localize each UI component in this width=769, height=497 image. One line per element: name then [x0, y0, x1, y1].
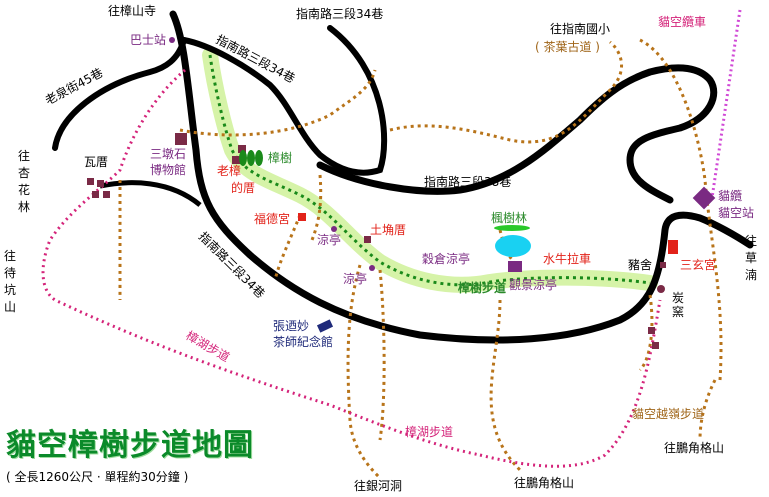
zhanghu-west — [41, 68, 481, 457]
dir-pengjiao-bottom: 往鵬角格山 — [514, 475, 574, 490]
label-pavilion-1: 涼亭 — [317, 232, 341, 247]
label-laoquan: 老泉街45巷 — [43, 66, 105, 108]
label-zhanghu-1: 樟湖步道 — [184, 328, 233, 365]
label-fude-temple: 福德宮 — [254, 211, 290, 226]
pavilion-icon-2 — [369, 265, 375, 271]
map-title: 貓空樟樹步道地圖 — [6, 428, 254, 463]
memorial-icon — [316, 319, 334, 333]
label-bus-stop: 巴士站 — [130, 33, 166, 47]
dir-yinhedong: 往銀河洞 — [354, 478, 402, 493]
path-north-right — [639, 38, 723, 381]
svg-text:草: 草 — [745, 251, 757, 265]
zhanghu-east — [479, 299, 662, 468]
label-waterwheel: 水牛拉車 — [543, 251, 591, 266]
path-east-ring — [389, 40, 623, 144]
label-memorial-2: 茶師紀念館 — [273, 334, 333, 349]
label-zhinan-34-top: 指南路三段34巷 — [296, 6, 383, 21]
label-maple-forest: 楓樹林 — [491, 210, 527, 225]
fude-temple-icon — [298, 213, 306, 221]
label-gondola: 貓空纜車 — [658, 15, 706, 29]
label-pig-house: 豬舍 — [628, 257, 652, 272]
camphor-trail-highlight — [202, 47, 658, 293]
brown-paths — [118, 38, 723, 480]
label-museum-1: 三墩石 — [150, 147, 186, 161]
label-maokong-ridge: 貓空越嶺步道 — [632, 407, 704, 421]
road-west-branch — [99, 180, 202, 207]
label-kiln-2: 窯 — [672, 304, 684, 319]
dir-xinghualin: 往 杏 花 林 — [18, 148, 30, 214]
kiln-dot-1 — [648, 327, 655, 334]
road-zhinan-38 — [316, 64, 718, 204]
label-old-camphor-2: 的厝 — [231, 180, 255, 195]
road-zhinan-34-upper — [181, 25, 388, 176]
label-zhanghu-2: 樟湖步道 — [405, 424, 453, 439]
label-old-camphor-1: 老樟 — [217, 163, 241, 178]
svg-text:往: 往 — [18, 148, 30, 163]
label-to-zhangshan: 往樟山寺 — [108, 3, 156, 18]
svg-text:杏: 杏 — [18, 166, 30, 180]
svg-text:坑: 坑 — [4, 282, 16, 297]
wacuo-icon-1 — [87, 178, 94, 185]
sanxuan-temple-icon — [668, 240, 678, 254]
old-camphor-house-icon-2 — [232, 156, 240, 164]
waterwheel-icon — [508, 261, 522, 272]
dir-daikengshan: 往 待 坑 山 — [4, 248, 16, 314]
svg-text:湳: 湳 — [745, 267, 757, 282]
gondola-line — [710, 9, 742, 199]
label-memorial-1: 張迺妙 — [273, 319, 309, 333]
svg-text:往: 往 — [745, 233, 757, 248]
path-tea-trail — [179, 69, 377, 137]
dir-caonan: 往 草 湳 — [745, 233, 757, 282]
svg-text:往: 往 — [4, 248, 16, 263]
label-camphor-tree: 樟樹 — [268, 150, 292, 165]
wacuo-icon-2 — [97, 180, 104, 187]
label-to-zhinan-school: 往指南國小 — [550, 21, 610, 36]
path-mid-1 — [273, 214, 302, 281]
road-laoquan — [52, 37, 187, 151]
pond-icon — [495, 235, 531, 257]
label-gondola-station-1: 貓纜 — [718, 189, 742, 203]
svg-text:待: 待 — [4, 266, 16, 280]
maple-forest-icon — [494, 225, 530, 231]
label-sanxuan-temple: 三玄宮 — [680, 257, 716, 272]
path-kiln — [638, 294, 654, 372]
label-camphor-trail: 樟樹步道 — [458, 280, 506, 295]
charcoal-kiln-icon — [657, 285, 665, 293]
label-gondola-station-2: 貓空站 — [718, 206, 754, 220]
label-museum-2: 博物館 — [150, 162, 186, 177]
camphor-tree-icon — [239, 150, 263, 166]
svg-text:花: 花 — [18, 182, 30, 197]
label-zhinan-38: 指南路三段38巷 — [424, 174, 511, 189]
path-lower — [489, 299, 522, 472]
svg-text:山: 山 — [4, 300, 16, 314]
zhanghu-trails — [41, 68, 662, 468]
dir-pengjiao-right: 往鵬角格山 — [664, 440, 724, 455]
label-pavilion-2: 涼亭 — [343, 271, 367, 286]
label-wacuo: 瓦厝 — [84, 155, 108, 169]
label-tukuai: 土埆厝 — [370, 223, 406, 237]
pavilion-icon-1 — [331, 226, 337, 232]
label-kiln-1: 炭 — [672, 291, 684, 305]
museum-icon — [175, 133, 187, 145]
bus-stop-icon — [169, 37, 175, 43]
path-right-south — [698, 379, 717, 441]
tukuai-icon — [364, 236, 371, 243]
label-viewing-pavilion: 觀景涼亭 — [509, 277, 557, 292]
pig-house-icon — [660, 262, 666, 268]
label-tea-trail: ( 茶葉古道 ) — [535, 39, 600, 54]
wacuo-icon-3 — [92, 191, 99, 198]
svg-text:林: 林 — [18, 200, 30, 214]
kiln-dot-2 — [652, 342, 659, 349]
old-camphor-house-icon — [238, 145, 246, 153]
wacuo-icon-4 — [103, 191, 110, 198]
label-guchang-pavilion: 穀倉涼亭 — [422, 251, 470, 266]
road-zhinan-main — [169, 10, 754, 344]
gondola-station-icon — [692, 186, 716, 210]
path-south-2 — [378, 269, 386, 441]
path-south-1 — [346, 264, 382, 480]
map-subtitle: ( 全長1260公尺 · 單程約30分鐘 ) — [6, 470, 189, 484]
